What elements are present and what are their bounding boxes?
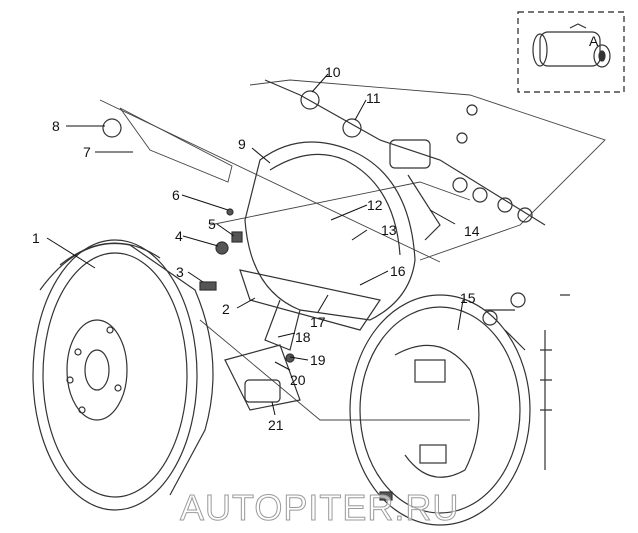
watermark: AUTOPITER.RU: [179, 487, 460, 528]
callout-18: 18: [295, 329, 311, 345]
reference-lines: [99, 79, 606, 421]
inset-label: A: [589, 33, 599, 49]
callout-2: 2: [222, 301, 230, 317]
callout-19: 19: [310, 352, 326, 368]
callout-5: 5: [208, 216, 216, 232]
brake-drum: [32, 239, 214, 511]
brake-shoes: [224, 141, 416, 411]
callout-15: 15: [460, 290, 476, 306]
callout-6: 6: [172, 187, 180, 203]
callout-1: 1: [32, 230, 40, 246]
callout-20: 20: [290, 372, 306, 388]
callout-13: 13: [381, 222, 397, 238]
callout-4: 4: [175, 228, 183, 244]
callout-10: 10: [325, 64, 341, 80]
inset-box: [517, 11, 625, 93]
callout-7: 7: [83, 144, 91, 160]
callout-17: 17: [310, 314, 326, 330]
callout-3: 3: [176, 264, 184, 280]
callout-12: 12: [367, 197, 383, 213]
callout-21: 21: [268, 417, 284, 433]
wheel-cylinder-parts: [102, 79, 546, 241]
fasteners: [199, 208, 393, 501]
callout-11: 11: [366, 90, 381, 106]
leader-lines: [46, 73, 464, 416]
wheel-cylinder-inset: [532, 23, 611, 68]
backing-plate: [349, 292, 570, 526]
callout-9: 9: [238, 136, 246, 152]
callout-16: 16: [390, 263, 406, 279]
callout-14: 14: [464, 223, 480, 239]
callout-8: 8: [52, 118, 60, 134]
